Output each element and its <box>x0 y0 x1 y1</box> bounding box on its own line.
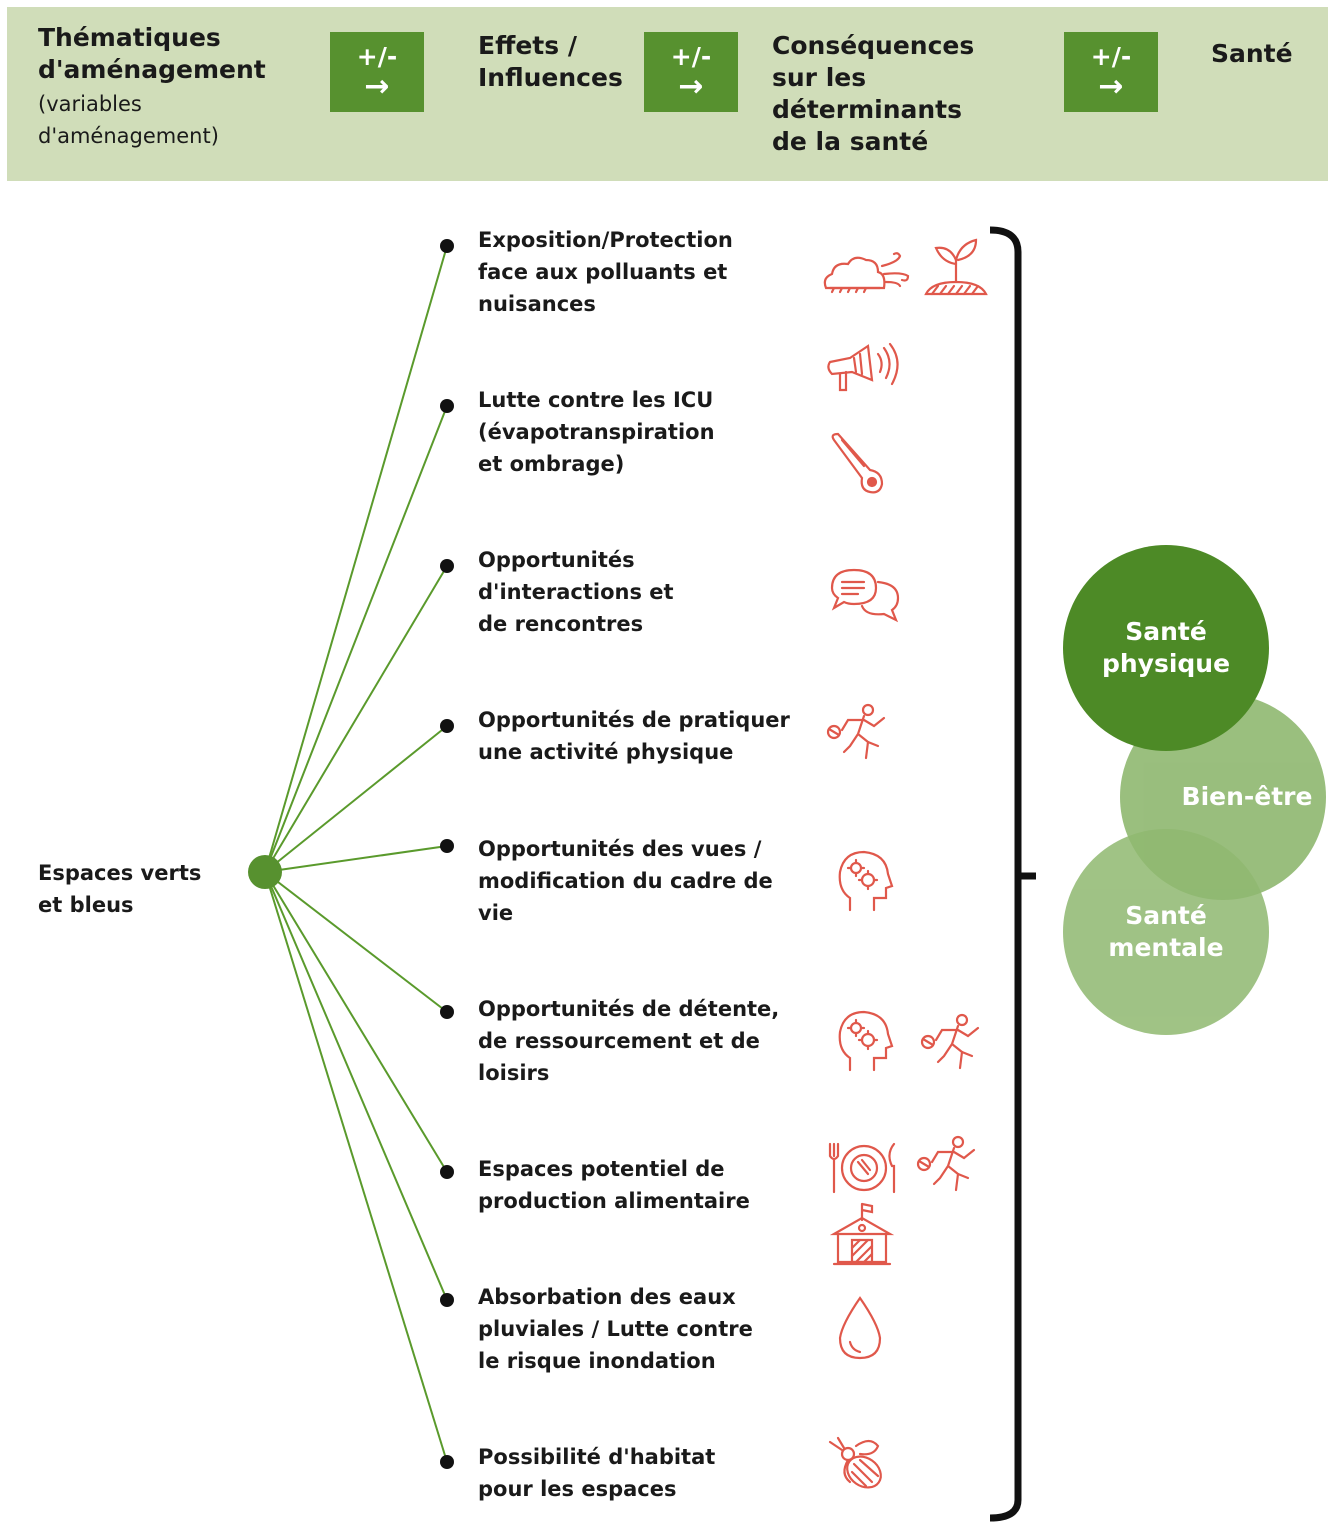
header-arrow-2: +/- → <box>644 32 738 112</box>
connector-line <box>264 871 448 1301</box>
right-bracket <box>989 226 1022 1522</box>
connector-line <box>264 565 448 873</box>
header-arrow-1: +/- → <box>330 32 424 112</box>
water-drop-icon <box>838 1296 882 1360</box>
connector-line <box>264 871 448 1013</box>
sante-physique-label: Santé physique <box>1101 617 1231 678</box>
cloud-wind-icon <box>823 252 910 294</box>
effect-label-activite-physique: Opportunités de pratiquer une activité p… <box>478 708 790 764</box>
bien-etre-label: Bien-être <box>1181 782 1313 811</box>
connector-line <box>264 871 448 1463</box>
running-person-icon <box>920 1013 980 1070</box>
connector-line <box>264 845 448 873</box>
effect-label-pollution: Exposition/Protection face aux polluants… <box>478 228 733 316</box>
effect-dot <box>440 1005 454 1019</box>
effect-dot <box>440 559 454 573</box>
header-band: Thématiques d'aménagement (variables d'a… <box>7 7 1328 181</box>
source-label: Espaces verts et bleus <box>38 861 202 917</box>
effect-dot <box>440 1165 454 1179</box>
source-node <box>248 855 282 889</box>
plus-minus-label: +/- <box>356 42 398 71</box>
effect-label-eaux-pluviales: Absorbation des eaux pluviales / Lutte c… <box>478 1285 753 1373</box>
connector-line <box>264 245 448 873</box>
head-gears-icon <box>838 850 894 912</box>
school-building-icon <box>830 1202 894 1266</box>
header-col2-title: Effets / Influences <box>478 31 623 92</box>
header-arrow-3: +/- → <box>1064 32 1158 112</box>
header-col4-title: Santé <box>1211 39 1293 68</box>
header-col3-title: Conséquences sur les déterminants de la … <box>772 31 975 156</box>
running-person-icon <box>916 1135 976 1192</box>
header-col1-title: Thématiques d'aménagement <box>38 23 266 84</box>
plant-sprout-icon <box>924 238 988 296</box>
running-person-icon <box>826 703 886 760</box>
plate-cutlery-icon <box>828 1142 896 1194</box>
circle-sante-physique: Santé physique <box>1063 545 1269 751</box>
effect-label-vues: Opportunités des vues / modification du … <box>478 837 773 925</box>
effect-label-interactions: Opportunités d'interactions et de rencon… <box>478 548 674 636</box>
effect-dot <box>440 239 454 253</box>
effect-dot <box>440 1293 454 1307</box>
right-arrow-icon: → <box>364 69 390 104</box>
right-arrow-icon: → <box>1098 69 1124 104</box>
head-gears-icon <box>838 1010 894 1072</box>
megaphone-noise-icon <box>827 342 899 392</box>
speech-bubbles-icon <box>830 568 900 623</box>
right-arrow-icon: → <box>678 69 704 104</box>
connector-line <box>264 405 448 873</box>
effect-dot <box>440 719 454 733</box>
effect-label-production-alimentaire: Espaces potentiel de production alimenta… <box>478 1157 750 1213</box>
effect-label-detente: Opportunités de détente, de ressourcemen… <box>478 997 780 1085</box>
effect-dot <box>440 399 454 413</box>
thermometer-icon <box>831 432 884 494</box>
connector-line <box>264 871 448 1173</box>
effect-dot <box>440 839 454 853</box>
effect-label-icu: Lutte contre les ICU (évapotranspiration… <box>478 388 715 476</box>
header-col1-subtitle: (variables d'aménagement) <box>38 92 219 148</box>
plus-minus-label: +/- <box>670 42 712 71</box>
plus-minus-label: +/- <box>1090 42 1132 71</box>
effect-label-habitat: Possibilité d'habitat pour les espaces <box>478 1445 716 1501</box>
connector-line <box>264 725 448 873</box>
circle-sante-mentale: Santé mentale <box>1063 829 1269 1035</box>
sante-mentale-label: Santé mentale <box>1108 901 1224 962</box>
effect-dot <box>440 1455 454 1469</box>
insect-bee-icon <box>828 1436 882 1489</box>
